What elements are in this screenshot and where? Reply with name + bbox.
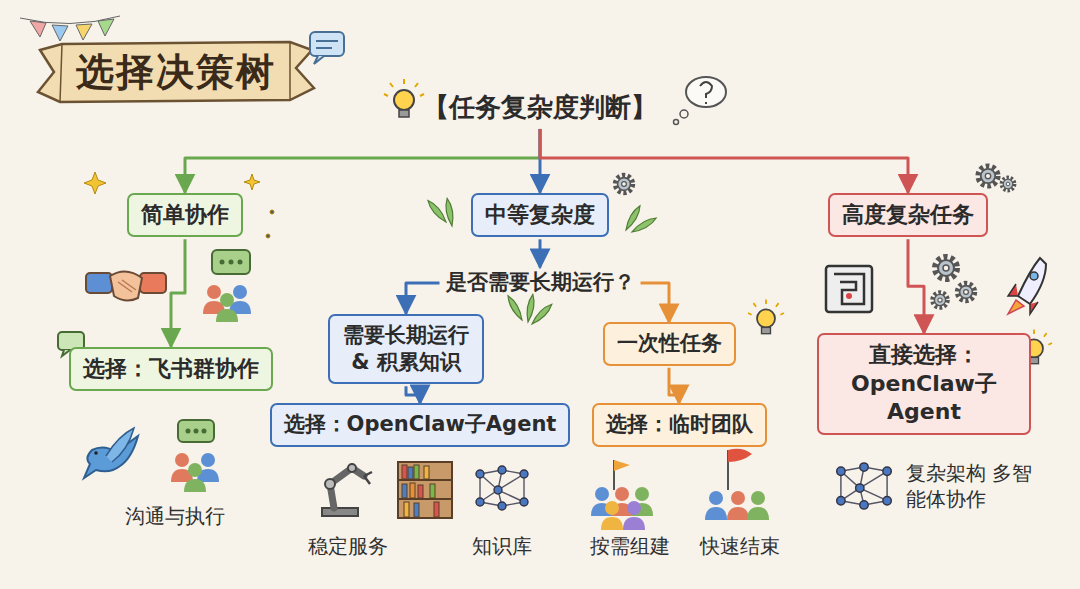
flow-arrow [669, 368, 679, 404]
node-text: 直接选择： OpenClaw子Agent [831, 341, 1017, 427]
lightbulb [748, 300, 784, 334]
flow-arrow [406, 386, 420, 403]
node-text: 【任务复杂度判断】 [423, 91, 657, 125]
node-text: 选择：临时团队 [606, 411, 753, 438]
bird-icon [84, 428, 138, 478]
rocket-icon [1008, 258, 1046, 314]
caption-label: 知识库 [472, 533, 532, 559]
condition-box: 一次性任务 [603, 322, 736, 365]
title-ribbon [38, 42, 314, 102]
handshake-icon [86, 271, 166, 300]
flow-arrow [171, 239, 185, 346]
bunting [20, 16, 120, 41]
flow-arrow [406, 283, 440, 314]
choice-box: 选择：飞书群协作 [69, 347, 273, 392]
team-chat-icon [171, 420, 219, 492]
caption-label: 按需组建 [590, 533, 670, 559]
leaves [426, 198, 658, 326]
caption-label: 沟通与执行 [125, 503, 225, 529]
category-box: 简单协作 [127, 193, 243, 238]
maze-icon [826, 266, 872, 312]
question-cloud [674, 77, 727, 125]
finish-flag-icon [705, 449, 769, 520]
caption-label: 复杂架构 多智能体协作 [906, 460, 1036, 512]
node-text: 选择：OpenClaw子Agent [284, 411, 557, 438]
flow-arrow [540, 129, 908, 193]
node-text: 选择：飞书群协作 [83, 355, 259, 384]
robot-arm-icon [322, 464, 372, 516]
gear-icon [615, 175, 633, 193]
caption-label: 稳定服务 [308, 533, 388, 559]
category-box: 中等复杂度 [471, 193, 609, 238]
diagram-title: 选择决策树 [76, 47, 276, 98]
sparkles [84, 172, 274, 238]
root-question: 【任务复杂度判断】 [417, 89, 663, 127]
flow-arrow [641, 283, 670, 322]
node-text: 简单协作 [141, 201, 229, 230]
flow-arrow [539, 239, 542, 267]
decision-question: 是否需要长期运行？ [440, 267, 641, 298]
speech-bubble [310, 32, 344, 64]
node-text: 一次性任务 [617, 330, 722, 357]
team-flag-icon [591, 460, 653, 530]
node-text: 需要长期运行 & 积累知识 [342, 322, 470, 377]
node-text: 高度复杂任务 [842, 201, 974, 230]
category-box: 高度复杂任务 [828, 193, 988, 238]
caption-label: 快速结束 [700, 533, 780, 559]
flow-arrow [908, 239, 924, 333]
choice-box: 选择：临时团队 [592, 403, 767, 446]
network-icon [837, 463, 892, 509]
network-icon [476, 466, 528, 510]
flow-arrow [185, 129, 540, 193]
bookshelf-icon [398, 462, 452, 518]
condition-box: 需要长期运行 & 积累知识 [328, 314, 484, 385]
choice-box: 直接选择： OpenClaw子Agent [817, 333, 1031, 435]
node-text: 是否需要长期运行？ [446, 269, 635, 296]
choice-box: 选择：OpenClaw子Agent [270, 403, 571, 446]
people-chat-icon [203, 250, 251, 322]
lightbulb [384, 79, 424, 117]
node-text: 中等复杂度 [485, 201, 595, 230]
